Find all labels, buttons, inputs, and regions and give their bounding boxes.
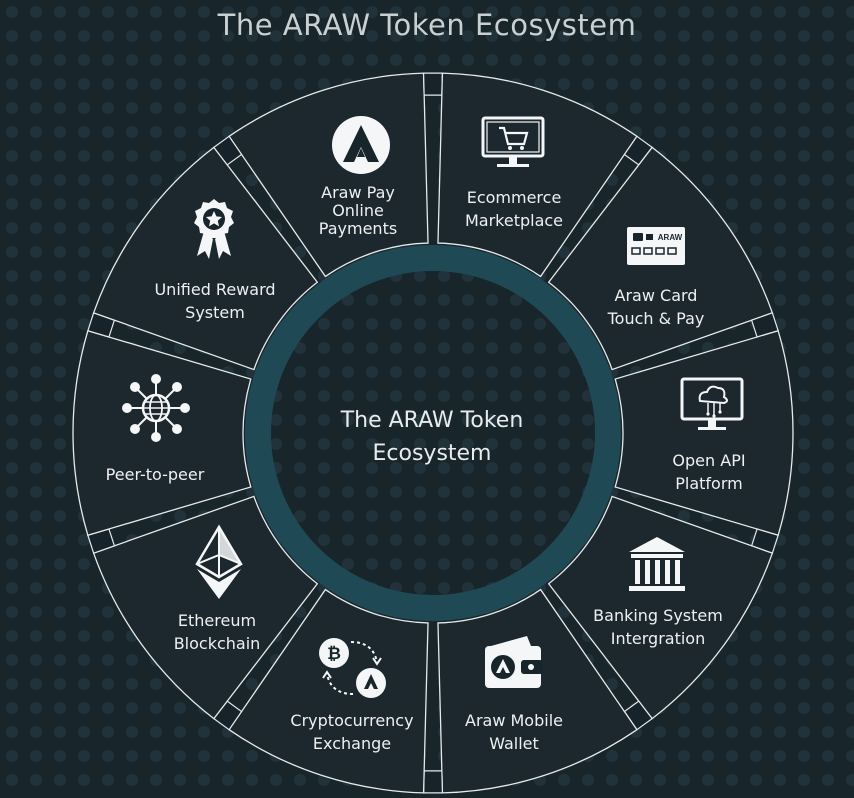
segment-connector [422, 770, 444, 794]
araw-logo-icon [332, 116, 390, 174]
center-ring [245, 245, 621, 621]
credit-card-icon: ARAW [627, 227, 685, 265]
segment-label-line: Exchange [312, 734, 392, 753]
segment-connector [422, 72, 444, 96]
ethereum-icon [195, 524, 243, 599]
segment-label-line: Online [332, 201, 384, 220]
segment-label-line: Intergration [610, 629, 706, 648]
segment-label-line: Marketplace [464, 211, 564, 230]
segment-label-line: System [185, 303, 245, 322]
segment-label-line: Open API [672, 451, 746, 470]
segment-label-line: Ethereum [177, 611, 257, 630]
network-globe-icon [122, 374, 190, 442]
segment-label-open-api: Open API Platform [619, 449, 799, 495]
svg-text:ARAW: ARAW [658, 233, 683, 242]
segment-label-line: Unified Reward [154, 280, 276, 299]
segment-label-line: Touch & Pay [607, 309, 705, 328]
segment-label-line: Peer-to-peer [105, 465, 205, 484]
wallet-icon [485, 636, 543, 688]
segment-label-line: Banking System [593, 606, 723, 625]
segment-label-line: Wallet [489, 734, 539, 753]
segment-label-peer-to-peer: Peer-to-peer [65, 463, 245, 486]
segment-label-line: Araw Pay [321, 183, 395, 202]
segment-label-line: Cryptocurrency [290, 711, 414, 730]
segment-label-line: Ecommerce [466, 188, 562, 207]
bank-icon [629, 537, 685, 591]
svg-text:₿: ₿ [327, 644, 341, 664]
segment-label-line: Platform [675, 474, 743, 493]
shopping-cart-monitor-icon [481, 116, 545, 167]
segment-label-line: Payments [318, 219, 398, 238]
award-badge-icon [194, 199, 234, 259]
center-title: The ARAW Token Ecosystem [302, 404, 562, 470]
center-title-line-2: Ecosystem [372, 441, 492, 466]
segment-label-line: Araw Card [614, 286, 698, 305]
cloud-monitor-icon [680, 377, 744, 430]
segment-connector [212, 135, 243, 166]
segment-label-line: Araw Mobile [465, 711, 563, 730]
segment-label-line: Blockchain [173, 634, 261, 653]
center-title-line-1: The ARAW Token [340, 408, 524, 433]
page-title: The ARAW Token Ecosystem [217, 8, 637, 42]
bitcoin-exchange-icon: ₿ [319, 638, 386, 698]
